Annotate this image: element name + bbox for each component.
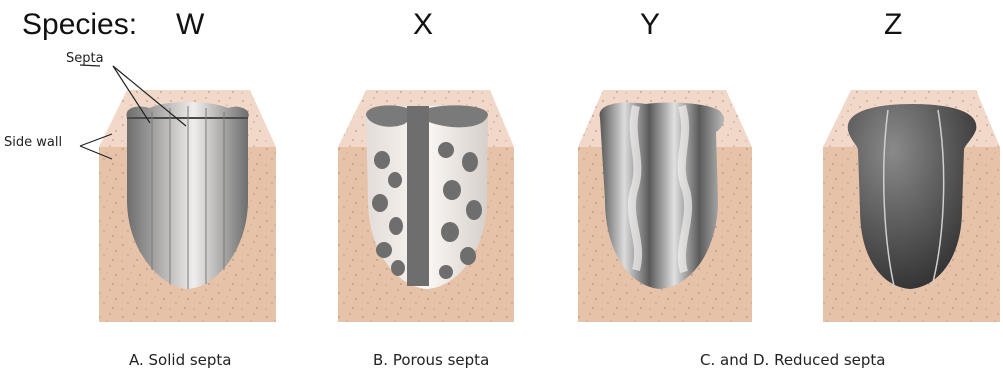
caption-solid-septa: A. Solid septa <box>129 351 232 369</box>
block-w <box>99 90 276 322</box>
block-y <box>578 90 752 322</box>
block-z <box>823 90 1000 322</box>
block-x <box>338 90 514 322</box>
caption-reduced-septa: C. and D. Reduced septa <box>700 351 886 369</box>
caption-porous-septa: B. Porous septa <box>373 351 489 369</box>
